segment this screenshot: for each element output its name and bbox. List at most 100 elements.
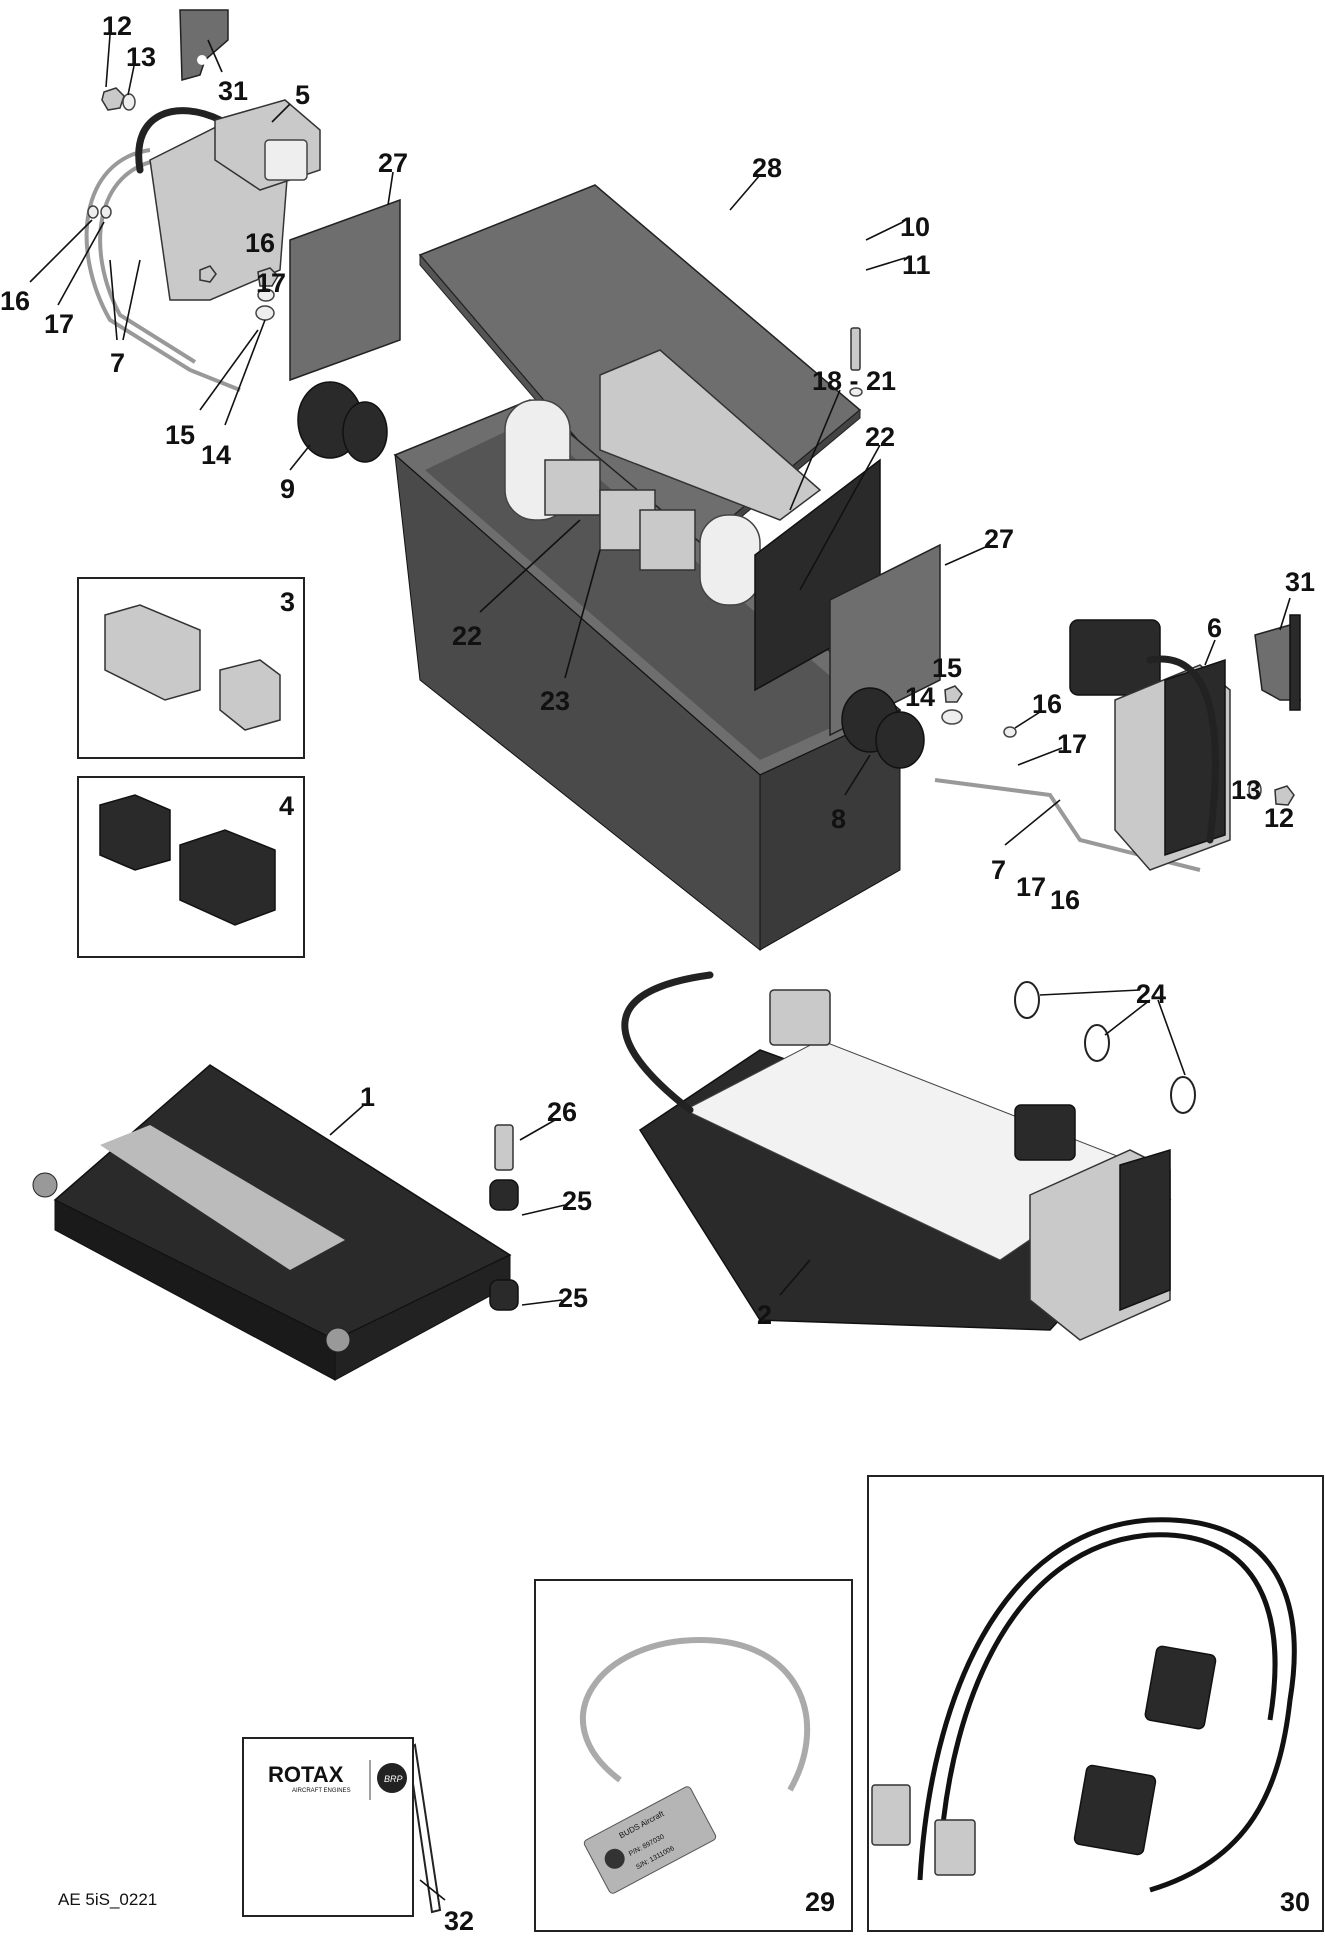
leader-line bbox=[1004, 799, 1061, 846]
connector-box-4 bbox=[77, 776, 305, 958]
callout-16: 16 bbox=[245, 228, 275, 258]
leader-line bbox=[29, 219, 93, 283]
leader-line bbox=[199, 329, 259, 411]
harness-30 bbox=[871, 1517, 1297, 1893]
leader-line bbox=[944, 544, 991, 566]
leader-line bbox=[789, 389, 841, 511]
leader-line bbox=[207, 39, 223, 73]
leader-line bbox=[479, 519, 581, 613]
leader-line bbox=[224, 319, 266, 426]
leader-line bbox=[419, 1879, 446, 1901]
callout-25: 25 bbox=[562, 1186, 592, 1216]
callout-17: 17 bbox=[1057, 729, 1087, 759]
callout-23: 23 bbox=[540, 686, 570, 716]
leader-line bbox=[521, 1299, 563, 1306]
callout-8: 8 bbox=[831, 804, 846, 834]
rotax-subtitle: AIRCRAFT ENGINES bbox=[292, 1788, 351, 1794]
leader-line bbox=[387, 171, 394, 206]
callout-17: 17 bbox=[256, 268, 286, 298]
bracket-31-right bbox=[1254, 614, 1301, 711]
manual-32: ROTAX AIRCRAFT ENGINES BRP bbox=[242, 1737, 442, 1917]
leader-line bbox=[799, 444, 881, 591]
o-rings-24 bbox=[1014, 981, 1196, 1114]
rotax-logo: ROTAX bbox=[268, 1762, 344, 1787]
leader-line bbox=[1017, 747, 1063, 766]
cable-assembly-5 bbox=[84, 99, 321, 392]
callout-26: 26 bbox=[547, 1097, 577, 1127]
leader-line bbox=[519, 1119, 556, 1141]
callout-31: 31 bbox=[1285, 567, 1315, 597]
leader-line bbox=[521, 1204, 566, 1216]
leader-line bbox=[1279, 597, 1291, 631]
connector-3-gray bbox=[104, 604, 281, 731]
buds-interface-box-29 bbox=[534, 1579, 853, 1932]
callout-3: 3 bbox=[280, 587, 295, 617]
leader-line bbox=[1104, 999, 1151, 1036]
connector-4-black bbox=[99, 794, 276, 926]
leader-line bbox=[329, 1103, 366, 1136]
nut-washer-top-left bbox=[101, 87, 136, 111]
leader-line bbox=[105, 34, 111, 88]
leader-line bbox=[865, 221, 904, 241]
callout-11: 11 bbox=[902, 250, 931, 280]
leader-line bbox=[122, 259, 141, 341]
brp-logo-text: BRP bbox=[384, 1774, 403, 1784]
callout-13: 13 bbox=[126, 42, 156, 72]
leader-line bbox=[729, 174, 761, 211]
callout-28: 28 bbox=[752, 153, 782, 183]
callout-18_21: 18 - 21 bbox=[812, 366, 896, 396]
callout-27: 27 bbox=[378, 148, 408, 178]
leader-line bbox=[779, 1259, 811, 1296]
leader-line bbox=[127, 65, 135, 96]
callout-29: 29 bbox=[805, 1887, 835, 1917]
thermal-pad-27-left bbox=[289, 198, 401, 382]
leader-line bbox=[1157, 999, 1186, 1076]
cable-gland-8 bbox=[841, 687, 925, 769]
buds-interface-29: BUDS Aircraft P/N: 897030 S/N: 1311006 bbox=[579, 1636, 811, 1894]
callout-13: 13 bbox=[1231, 775, 1261, 805]
callout-9: 9 bbox=[280, 474, 295, 504]
thermal-pad-27-right bbox=[829, 543, 941, 737]
callout-7: 7 bbox=[991, 855, 1006, 885]
callout-14: 14 bbox=[905, 682, 935, 712]
callout-17: 17 bbox=[44, 309, 74, 339]
reference-code: AE 5iS_0221 bbox=[58, 1890, 157, 1909]
callout-16: 16 bbox=[1050, 885, 1080, 915]
callout-30: 30 bbox=[1280, 1887, 1310, 1917]
small-hardware-left bbox=[87, 205, 279, 321]
callout-15: 15 bbox=[165, 420, 195, 450]
leader-line bbox=[1014, 711, 1041, 729]
callout-27: 27 bbox=[984, 524, 1014, 554]
assembled-unit-2 bbox=[621, 971, 1172, 1341]
housing-base bbox=[393, 349, 902, 952]
callout-31: 31 bbox=[218, 76, 248, 106]
leader-line bbox=[1039, 989, 1141, 996]
leader-line bbox=[289, 444, 311, 471]
callout-14: 14 bbox=[201, 440, 231, 470]
screw-10 bbox=[849, 327, 863, 397]
leader-line bbox=[57, 221, 105, 306]
callout-1: 1 bbox=[360, 1082, 375, 1112]
callout-22: 22 bbox=[452, 621, 482, 651]
callout-16: 16 bbox=[0, 286, 30, 316]
callout-12: 12 bbox=[1264, 803, 1294, 833]
brp-logo-icon bbox=[377, 1763, 407, 1793]
leader-line bbox=[1204, 639, 1216, 666]
callout-5: 5 bbox=[295, 80, 310, 110]
leader-line bbox=[109, 259, 118, 341]
callout-16: 16 bbox=[1032, 689, 1062, 719]
cable-gland-9 bbox=[297, 381, 388, 463]
callout-6: 6 bbox=[1207, 613, 1222, 643]
callout-25: 25 bbox=[558, 1283, 588, 1313]
callout-24: 24 bbox=[1136, 979, 1166, 1009]
connector-box-3 bbox=[77, 577, 305, 759]
harness-box-30 bbox=[867, 1475, 1324, 1932]
callout-32: 32 bbox=[444, 1906, 474, 1936]
leader-line bbox=[271, 103, 291, 123]
bracket-31-top bbox=[179, 9, 229, 81]
leader-line bbox=[865, 257, 906, 271]
ecu-1 bbox=[32, 1064, 512, 1381]
callout-4: 4 bbox=[279, 791, 294, 821]
